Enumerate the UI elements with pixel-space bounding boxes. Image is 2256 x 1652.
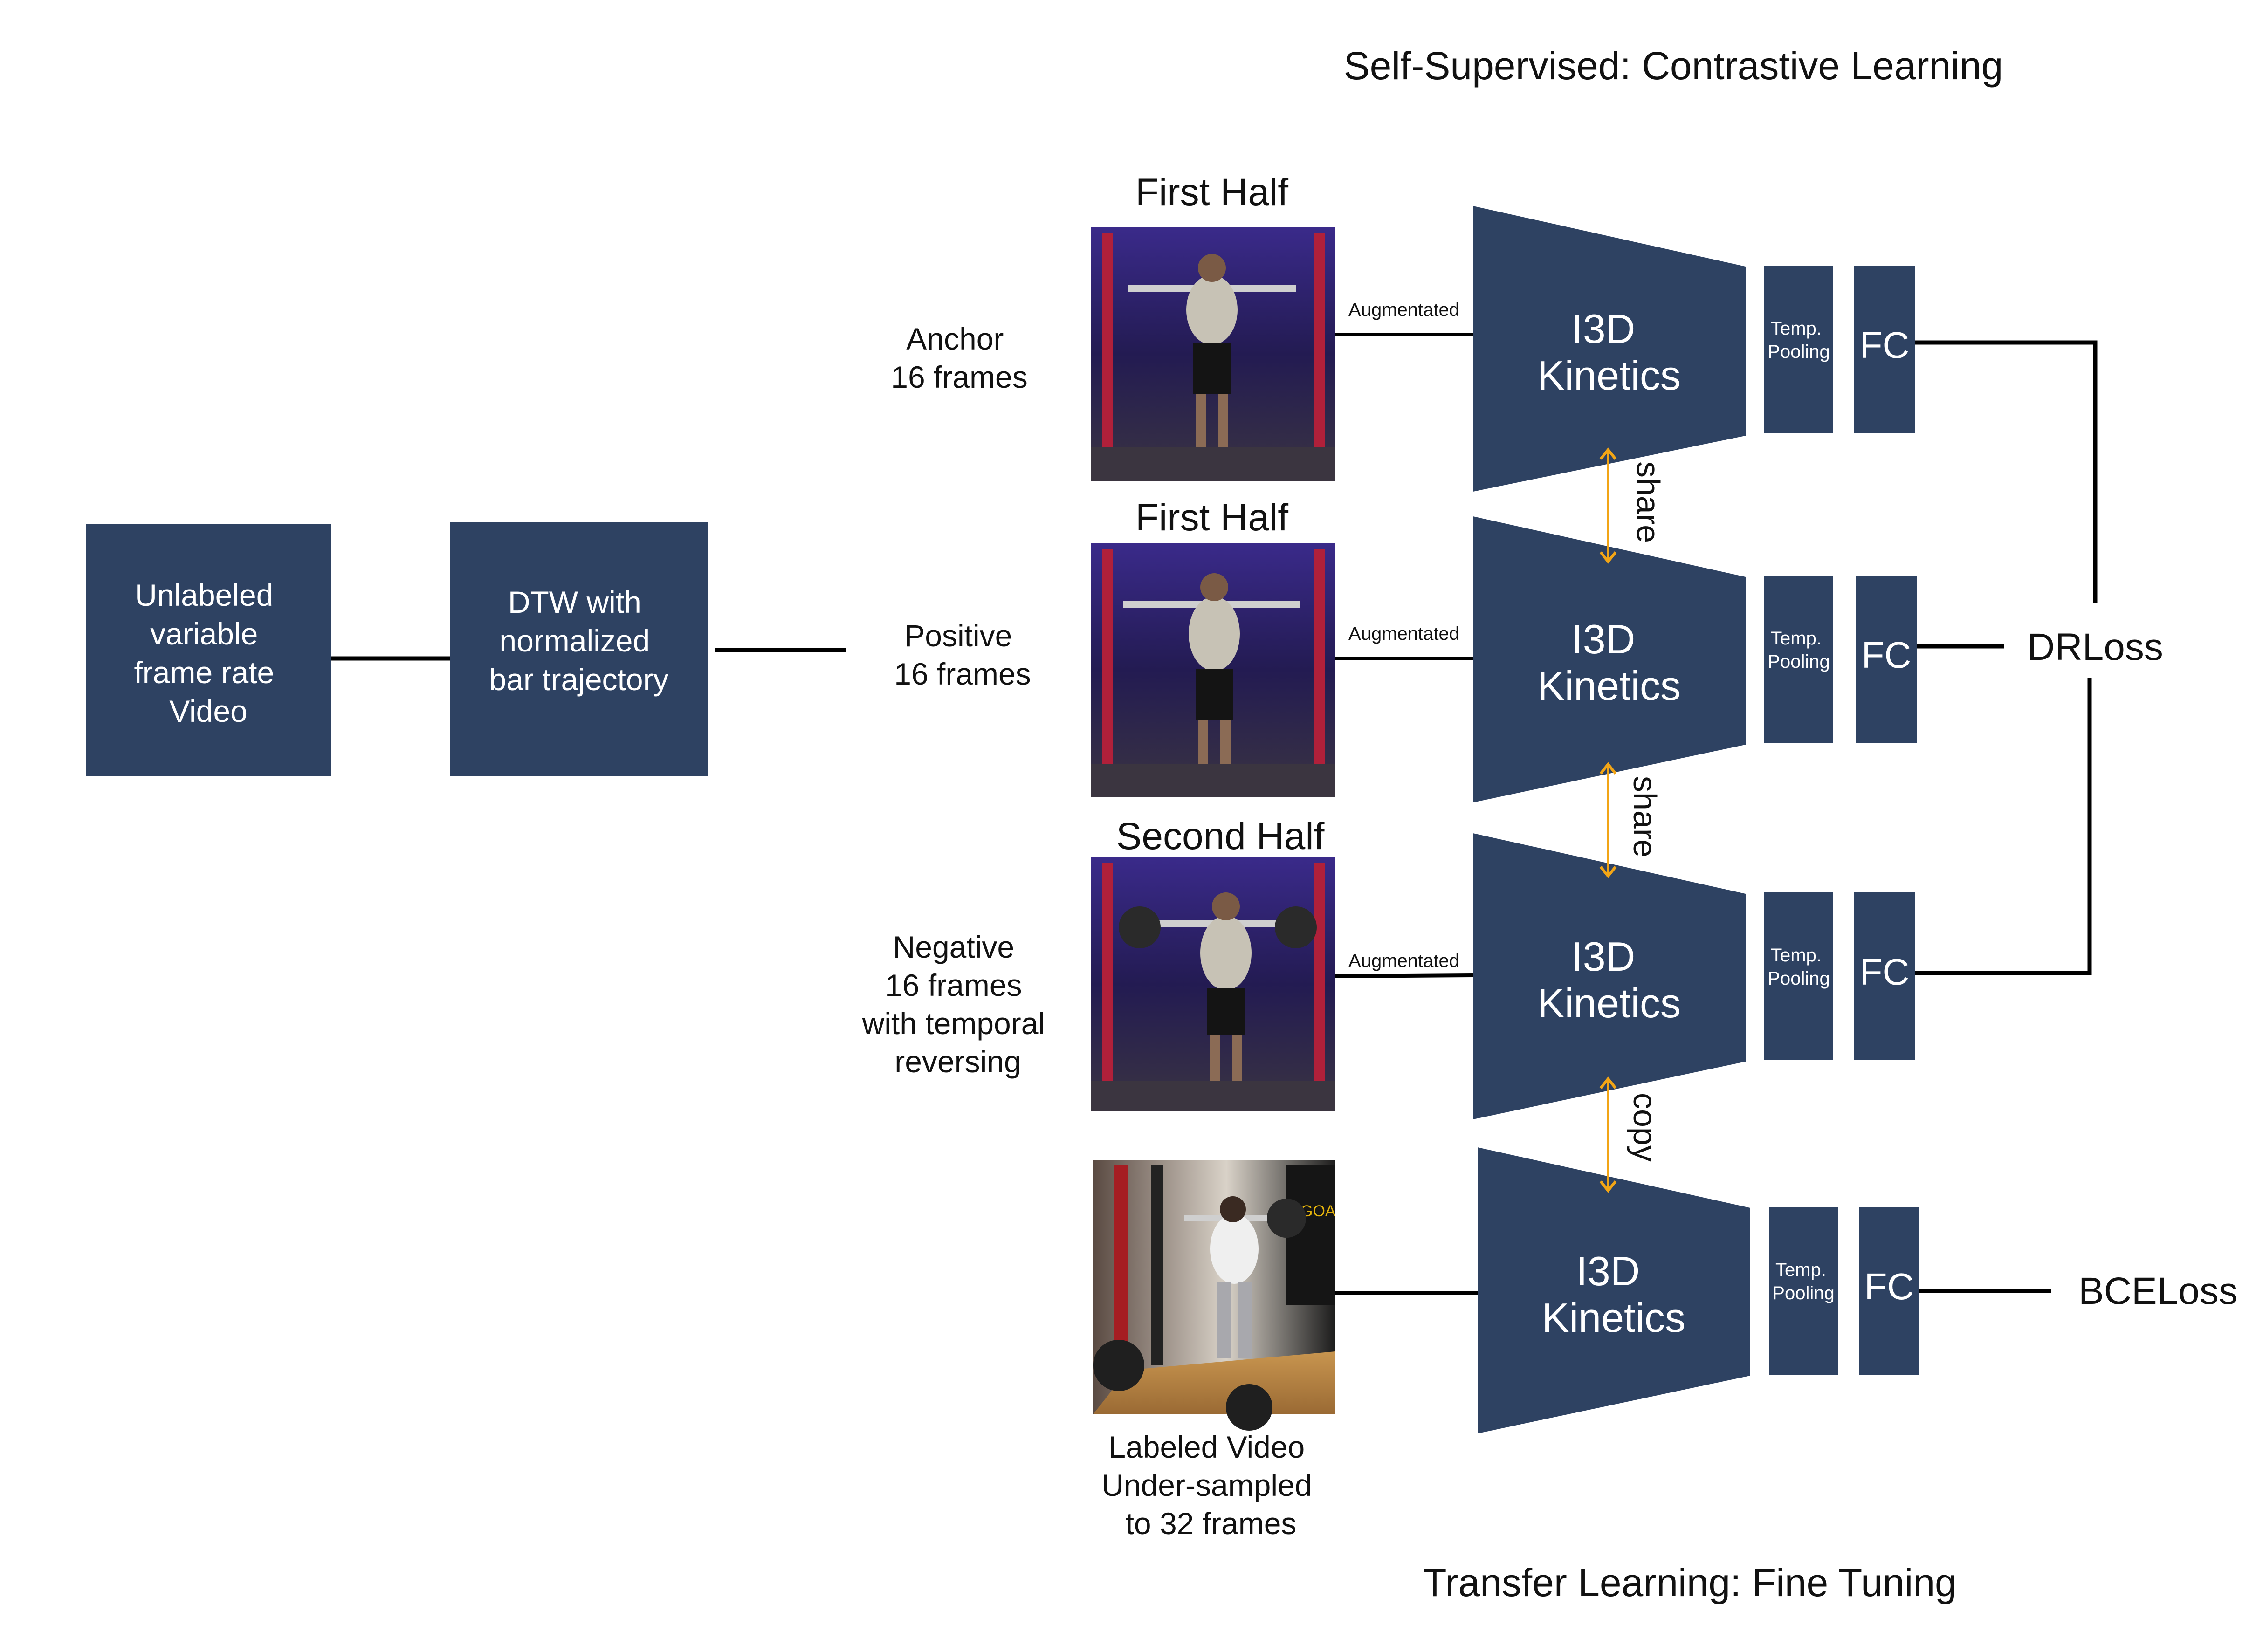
negative-i3d-label: I3D Kinetics <box>1537 933 1681 1026</box>
negative-label: Negative 16 frames with temporal reversi… <box>862 930 1054 1079</box>
unlabeled-video-box <box>86 524 331 776</box>
anchor-i3d-label: I3D Kinetics <box>1537 306 1681 398</box>
dtw-label: DTW with normalized bar trajectory <box>489 585 668 697</box>
bceloss-label: BCELoss <box>2078 1270 2238 1312</box>
svg-text:GOA: GOA <box>1300 1202 1336 1220</box>
share-label-1: share <box>1630 461 1666 543</box>
title-top: Self-Supervised: Contrastive Learning <box>1344 44 2003 88</box>
negative-edge <box>1335 973 1473 978</box>
negative-connector-label: Augmentated <box>1348 951 1459 971</box>
anchor-pooling-label: Temp. Pooling <box>1768 318 1830 362</box>
negative-to-drloss-edge <box>1915 678 2092 975</box>
negative-i3d-network <box>1473 833 1746 1119</box>
positive-pooling-label: Temp. Pooling <box>1768 628 1830 672</box>
title-bottom: Transfer Learning: Fine Tuning <box>1423 1561 1957 1604</box>
anchor-half-title: First Half <box>1135 171 1288 213</box>
bidirectional-arrow-icon <box>1601 1079 1616 1191</box>
anchor-frame-image <box>1091 227 1335 481</box>
anchor-fc-layer <box>1854 266 1915 433</box>
branch-positive: Positive 16 frames First Half Augmentate… <box>894 496 2004 802</box>
share-arrow-1: share <box>1601 450 1666 562</box>
anchor-connector-label: Augmentated <box>1348 300 1459 320</box>
anchor-label: Anchor 16 frames <box>891 322 1027 394</box>
negative-fc-layer <box>1854 892 1915 1060</box>
labeled-frame-image: GOA <box>1093 1160 1336 1431</box>
positive-fc-label: FC <box>1862 634 1912 676</box>
copy-arrow: copy <box>1601 1079 1663 1191</box>
anchor-to-drloss-edge <box>1915 340 2098 603</box>
positive-temporal-pooling <box>1764 576 1833 743</box>
branch-negative: Negative 16 frames with temporal reversi… <box>862 678 2092 1119</box>
branch-labeled: GOA Labeled Video Under-sampled to 32 fr… <box>1093 1147 2051 1541</box>
branch-anchor: Anchor 16 frames First Half Augmentated … <box>891 171 2098 603</box>
labeled-fc-label: FC <box>1864 1266 1914 1307</box>
positive-i3d-network <box>1473 516 1746 802</box>
labeled-video-label: Labeled Video Under-sampled to 32 frames <box>1101 1430 1321 1541</box>
negative-temporal-pooling <box>1764 892 1833 1060</box>
dtw-box <box>450 522 708 776</box>
unlabeled-video-label: Unlabeled variable frame rate Video <box>134 578 282 728</box>
positive-label: Positive 16 frames <box>894 618 1031 691</box>
positive-connector-label: Augmentated <box>1348 624 1459 644</box>
labeled-i3d-network <box>1478 1147 1750 1433</box>
labeled-i3d-label: I3D Kinetics <box>1542 1248 1685 1341</box>
bidirectional-arrow-icon <box>1601 450 1616 562</box>
negative-frame-image <box>1091 857 1335 1111</box>
labeled-fc-layer <box>1859 1207 1919 1375</box>
anchor-fc-label: FC <box>1860 324 1910 366</box>
share-label-2: share <box>1627 776 1663 857</box>
positive-half-title: First Half <box>1135 496 1288 539</box>
labeled-pooling-label: Temp. Pooling <box>1772 1260 1834 1303</box>
positive-fc-layer <box>1856 576 1917 743</box>
labeled-temporal-pooling <box>1769 1207 1838 1375</box>
positive-frame-image <box>1091 543 1335 797</box>
negative-pooling-label: Temp. Pooling <box>1768 945 1830 989</box>
positive-i3d-label: I3D Kinetics <box>1537 616 1681 709</box>
bidirectional-arrow-icon <box>1601 764 1616 876</box>
drloss-label: DRLoss <box>2027 626 2163 668</box>
share-arrow-2: share <box>1601 764 1663 876</box>
anchor-temporal-pooling <box>1764 266 1833 433</box>
anchor-i3d-network <box>1473 206 1746 492</box>
copy-label: copy <box>1627 1093 1663 1162</box>
negative-half-title: Second Half <box>1116 815 1325 857</box>
negative-fc-label: FC <box>1860 951 1910 993</box>
